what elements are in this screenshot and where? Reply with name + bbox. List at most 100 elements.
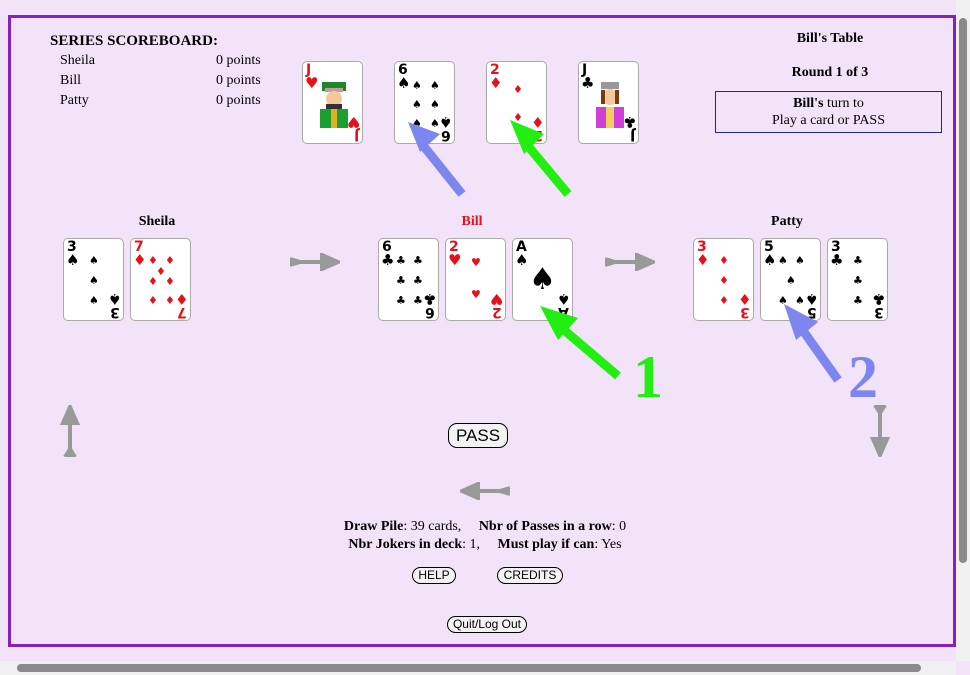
table-title: Bill's Table [796,31,864,46]
card-rank: 7 [134,239,144,255]
diamond-icon: ♦ [174,290,188,308]
annotation-number-1: 1 [633,344,663,410]
spade-icon: ♠ [763,251,777,269]
turn-indicator-box: Bill's turn to Play a card or PASS [715,91,942,133]
vertical-scrollbar-thumb[interactable] [959,18,967,563]
card-rank: 6 [382,239,392,255]
round-indicator: Round 1 of 3 [791,65,869,80]
player-name-patty: Patty [771,214,803,229]
card-rank: 3 [697,239,707,255]
spade-pip-icon: ♠ [778,254,788,267]
card-rank: 2 [449,239,459,255]
sheila-card: 3 ♠ 3 ♠ ♠ ♠ ♠ [63,238,124,321]
sheila-card: 7 ♦ 7 ♦ ♦ ♦ ♦ ♦ ♦ ♦ ♦ [130,238,191,321]
spade-pip-icon: ♠ [89,274,99,287]
card-rank: 5 [764,239,774,255]
jokers-label: Nbr Jokers in deck [348,537,463,552]
player-name-bill: Bill [461,214,483,229]
diamond-pip-icon: ♦ [148,294,158,307]
spade-icon: ♠ [397,74,411,92]
horizontal-scrollbar[interactable] [0,661,956,675]
club-icon: ♣ [830,251,844,269]
turn-direction-down-arrow-icon [870,405,890,457]
turn-suffix: turn to [823,96,864,111]
diamond-icon: ♦ [133,251,147,269]
club-pip-icon: ♣ [413,254,423,267]
score-player-name: Bill [60,73,82,88]
spade-pip-icon: ♠ [795,294,805,307]
ace-spade-icon: ♠ [529,262,556,297]
spade-icon: ♠ [66,251,80,269]
help-button[interactable]: HELP [412,567,456,584]
draw-pile-label: Draw Pile [343,519,404,534]
blue-pointer-arrow-icon [784,304,842,383]
horizontal-scrollbar-thumb[interactable] [17,664,921,672]
spade-pip-icon: ♠ [412,98,422,111]
draw-pile-value: : 39 cards, [403,519,462,534]
jokers-value: : 1, [462,537,480,552]
turn-action: Play a card or PASS [771,113,886,128]
card-rank: 2 [490,62,500,78]
center-card: J ♣ J ♣ [578,61,639,144]
vertical-scrollbar[interactable] [956,0,970,661]
diamond-icon: ♦ [737,290,751,308]
club-pip-icon: ♣ [396,274,406,287]
bill-card[interactable]: 2 ♥ 2 ♥ ♥ ♥ [445,238,506,321]
card-rank: 3 [831,239,841,255]
spade-pip-icon: ♠ [412,117,422,130]
diamond-pip-icon: ♦ [156,265,166,278]
diamond-pip-icon: ♦ [165,294,175,307]
card-rank: 3 [67,239,77,255]
score-player-name: Sheila [60,53,95,68]
blue-pointer-arrow-icon [408,122,466,197]
spade-pip-icon: ♠ [430,117,440,130]
diamond-pip-icon: ♦ [719,254,729,267]
diamond-pip-icon: ♦ [148,254,158,267]
turn-direction-right-arrow-icon [290,253,340,271]
patty-card: 3 ♦ 3 ♦ ♦ ♦ ♦ [693,238,754,321]
club-pip-icon: ♣ [396,254,406,267]
card-rank: 6 [398,62,408,78]
heart-pip-icon: ♥ [471,256,481,269]
score-player-name: Patty [60,93,89,108]
spade-pip-icon: ♠ [786,274,796,287]
spade-pip-icon: ♠ [430,79,440,92]
center-card: J ♥ J ♥ [302,61,363,144]
credits-button[interactable]: CREDITS [497,567,563,584]
diamond-icon: ♦ [489,74,503,92]
quit-logout-button[interactable]: Quit/Log Out [447,616,527,633]
passes-label: Nbr of Passes in a row [478,519,612,534]
score-points: 0 points [216,53,261,68]
game-status: Draw Pile: 39 cards, Nbr of Passes in a … [300,518,670,554]
green-pointer-arrow-icon [540,306,621,380]
heart-pip-icon: ♥ [471,288,481,301]
spade-icon: ♠ [515,251,529,269]
turn-direction-left-arrow-icon [460,482,510,500]
green-pointer-arrow-icon [510,120,572,197]
spade-pip-icon: ♠ [89,294,99,307]
must-play-label: Must play if can [497,537,595,552]
card-rank: J [582,62,588,78]
club-pip-icon: ♣ [853,294,863,307]
turn-player: Bill's [793,96,824,111]
pass-button[interactable]: PASS [448,423,508,448]
club-icon: ♣ [581,74,595,92]
score-row: Sheila 0 points [60,53,270,69]
diamond-pip-icon: ♦ [165,254,175,267]
spade-pip-icon: ♠ [795,254,805,267]
score-points: 0 points [216,73,261,88]
spade-pip-icon: ♠ [430,98,440,111]
diamond-pip-icon: ♦ [148,275,158,288]
diamond-pip-icon: ♦ [165,275,175,288]
bill-card[interactable]: 6 ♣ 6 ♣ ♣ ♣ ♣ ♣ ♣ ♣ [378,238,439,321]
player-name-sheila: Sheila [138,214,176,229]
turn-direction-right-arrow-icon [605,253,655,271]
patty-card: 3 ♣ 3 ♣ ♣ ♣ ♣ [827,238,888,321]
passes-value: : 0 [611,519,627,534]
club-icon: ♣ [381,251,395,269]
must-play-value: : Yes [594,537,622,552]
diamond-pip-icon: ♦ [513,111,523,124]
spade-pip-icon: ♠ [412,79,422,92]
score-row: Bill 0 points [60,73,270,89]
diamond-pip-icon: ♦ [513,83,523,96]
